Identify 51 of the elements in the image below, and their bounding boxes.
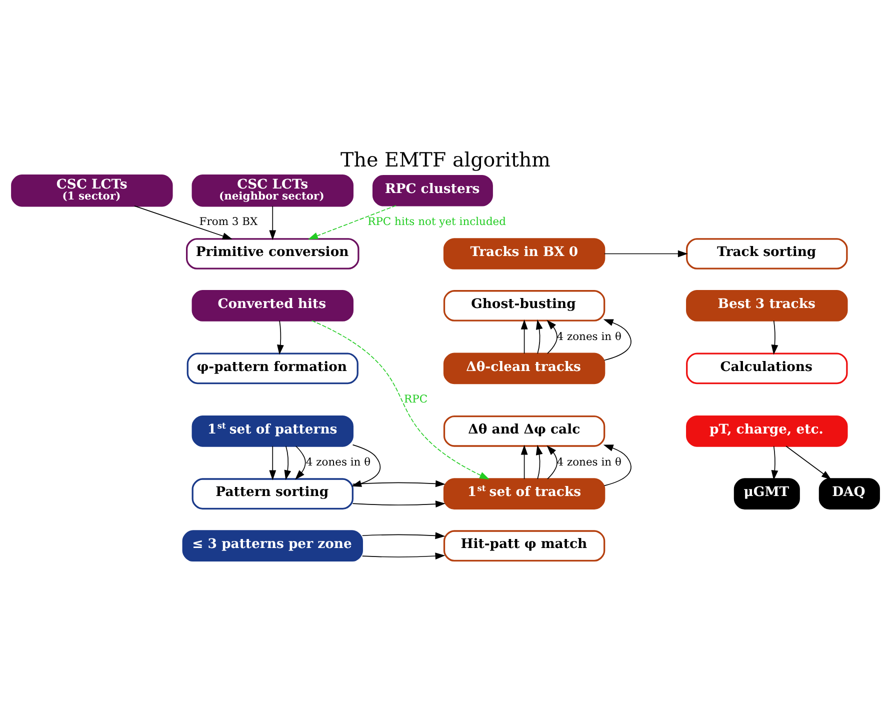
node-box: Δθ-clean tracks xyxy=(443,352,606,384)
node-box: Track sorting xyxy=(686,238,848,269)
node-box: pT, charge, etc. xyxy=(686,414,848,446)
edge-label: RPC hits not yet included xyxy=(368,214,506,228)
arrow xyxy=(546,319,558,354)
node-box: CSC LCTs (neighbor sector) xyxy=(192,174,354,206)
edge-label: From 3 BX xyxy=(199,214,258,228)
arrow xyxy=(520,444,528,479)
arrow xyxy=(134,205,232,239)
arrow xyxy=(603,444,632,486)
node-box: Pattern sorting xyxy=(192,478,354,510)
node-box: Δθ and Δφ calc xyxy=(443,414,606,446)
arrow xyxy=(786,445,832,480)
arrow xyxy=(269,205,276,240)
node-box: Tracks in BX 0 xyxy=(443,238,606,269)
node-box: 1$^{st}$ set of patterns xyxy=(192,414,354,446)
node-box: ≤ 3 patterns per zone xyxy=(182,530,363,562)
arrow xyxy=(536,444,543,479)
arrow xyxy=(520,318,528,354)
node-box: Primitive conversion xyxy=(186,238,360,269)
node-box: Calculations xyxy=(686,352,848,384)
diagram-title: The EMTF algorithm xyxy=(340,148,550,171)
arrow xyxy=(308,204,396,239)
arrow xyxy=(771,320,778,354)
node-box: μGMT xyxy=(734,478,800,510)
arrow xyxy=(311,320,490,479)
node-box: RPC clusters xyxy=(372,174,493,206)
edge-label: RPC xyxy=(404,392,428,406)
node-box: Converted hits xyxy=(192,290,354,321)
arrow xyxy=(603,318,632,360)
arrow xyxy=(536,319,543,354)
arrow xyxy=(284,445,292,480)
arrow xyxy=(269,445,276,480)
arrow xyxy=(604,250,688,257)
edge-label: 4 zones in θ xyxy=(556,454,622,468)
arrow xyxy=(295,445,306,480)
edge-label: 4 zones in θ xyxy=(306,454,371,468)
arrow xyxy=(352,500,446,507)
node-box: Ghost-busting xyxy=(443,290,606,321)
arrow xyxy=(277,320,284,354)
node-box: Best 3 tracks xyxy=(686,290,848,321)
node-box: CSC LCTs (1 sector) xyxy=(11,174,173,206)
node-box: Hit-patt φ match xyxy=(443,530,606,562)
edge-label: 4 zones in θ xyxy=(556,329,622,342)
arrow xyxy=(546,444,558,479)
arrow xyxy=(771,445,778,480)
arrow xyxy=(362,532,446,539)
node-box: φ-pattern formation xyxy=(186,352,358,384)
arrow xyxy=(362,552,446,559)
node-box: DAQ xyxy=(818,478,880,510)
node-box: 1$^{st}$ set of tracks xyxy=(443,478,606,510)
